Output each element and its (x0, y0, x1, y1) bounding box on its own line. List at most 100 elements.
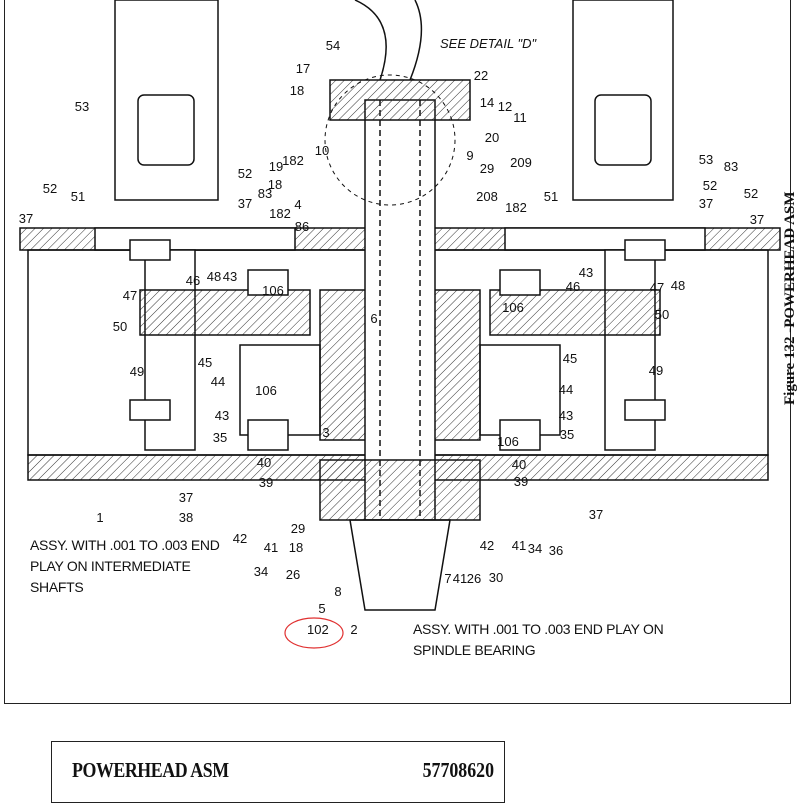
callout-19: 19 (269, 159, 283, 174)
callout-49: 49 (130, 364, 144, 379)
spindle (364, 99, 436, 521)
callout-22: 22 (474, 68, 488, 83)
callout-106: 106 (497, 434, 519, 449)
callout-40: 40 (512, 457, 526, 472)
callout-39: 39 (514, 474, 528, 489)
callout-51: 51 (544, 189, 558, 204)
left-motor (114, 0, 219, 201)
callout-43: 43 (223, 269, 237, 284)
callout-11: 11 (513, 110, 527, 125)
callout-102: 102 (307, 622, 329, 637)
callout-83: 83 (724, 159, 738, 174)
callout-37: 37 (699, 196, 713, 211)
callout-37: 37 (238, 196, 252, 211)
intermediate-shaft-note: ASSY. WITH .001 TO .003 END PLAY ON INTE… (30, 535, 220, 598)
detail-note: SEE DETAIL "D" (440, 36, 538, 51)
callout-37: 37 (589, 507, 603, 522)
callout-45: 45 (198, 355, 212, 370)
callout-47: 47 (650, 280, 664, 295)
callout-43: 43 (215, 408, 229, 423)
callout-52: 52 (43, 181, 57, 196)
callout-18: 18 (289, 540, 303, 555)
callout-30: 30 (489, 570, 503, 585)
callout-209: 209 (510, 155, 532, 170)
callout-37: 37 (179, 490, 193, 505)
callout-6: 6 (370, 311, 377, 326)
callout-41: 41 (453, 571, 467, 586)
callout-29: 29 (291, 521, 305, 536)
callout-43: 43 (559, 408, 573, 423)
callout-86: 86 (295, 219, 309, 234)
callout-106: 106 (255, 383, 277, 398)
callout-106: 106 (262, 283, 284, 298)
callout-18: 18 (268, 177, 282, 192)
callout-52: 52 (238, 166, 252, 181)
drawing-frame (4, 0, 791, 704)
note-line: SHAFTS (30, 579, 84, 595)
callout-39: 39 (259, 475, 273, 490)
spindle-bearing-note: ASSY. WITH .001 TO .003 END PLAY ON SPIN… (413, 619, 664, 661)
callout-44: 44 (559, 382, 573, 397)
callout-45: 45 (563, 351, 577, 366)
callout-182: 182 (282, 153, 304, 168)
callout-106: 106 (502, 300, 524, 315)
callout-1: 1 (96, 510, 103, 525)
callout-12: 12 (498, 99, 512, 114)
callout-9: 9 (466, 148, 473, 163)
callout-14: 14 (480, 95, 494, 110)
callout-26: 26 (286, 567, 300, 582)
callout-4: 4 (294, 197, 301, 212)
callout-48: 48 (207, 269, 221, 284)
part-number: 57708620 (422, 758, 494, 782)
callout-48: 48 (671, 278, 685, 293)
callout-10: 10 (315, 143, 329, 158)
note-line: PLAY ON INTERMEDIATE (30, 558, 191, 574)
callout-54: 54 (326, 38, 340, 53)
callout-35: 35 (213, 430, 227, 445)
callout-42: 42 (233, 531, 247, 546)
callout-37: 37 (19, 211, 33, 226)
callout-52: 52 (744, 186, 758, 201)
note-line: ASSY. WITH .001 TO .003 END PLAY ON (413, 621, 664, 637)
callout-43: 43 (579, 265, 593, 280)
callout-182: 182 (505, 200, 527, 215)
callout-47: 47 (123, 288, 137, 303)
callout-46: 46 (566, 279, 580, 294)
callout-18: 18 (290, 83, 304, 98)
callout-46: 46 (186, 273, 200, 288)
callout-53: 53 (75, 99, 89, 114)
callout-29: 29 (480, 161, 494, 176)
callout-40: 40 (257, 455, 271, 470)
callout-8: 8 (334, 584, 341, 599)
callout-182: 182 (269, 206, 291, 221)
callout-17: 17 (296, 61, 310, 76)
callout-7: 7 (444, 571, 451, 586)
callout-52: 52 (703, 178, 717, 193)
callout-42: 42 (480, 538, 494, 553)
callout-44: 44 (211, 374, 225, 389)
callout-34: 34 (254, 564, 268, 579)
callout-20: 20 (485, 130, 499, 145)
callout-26: 26 (467, 571, 481, 586)
callout-35: 35 (560, 427, 574, 442)
highlight-circle (284, 617, 344, 649)
callout-53: 53 (699, 152, 713, 167)
callout-51: 51 (71, 189, 85, 204)
callout-208: 208 (476, 189, 498, 204)
assembly-name: POWERHEAD ASM (72, 758, 229, 782)
title-block: POWERHEAD ASM 57708620 (51, 741, 505, 803)
callout-38: 38 (179, 510, 193, 525)
note-line: ASSY. WITH .001 TO .003 END (30, 537, 220, 553)
callout-41: 41 (264, 540, 278, 555)
callout-50: 50 (113, 319, 127, 334)
callout-49: 49 (649, 363, 663, 378)
callout-37: 37 (750, 212, 764, 227)
callout-5: 5 (318, 601, 325, 616)
figure-caption: Figure 132 -POWERHEAD ASM (782, 191, 798, 405)
callout-2: 2 (350, 622, 357, 637)
callout-36: 36 (549, 543, 563, 558)
callout-50: 50 (655, 307, 669, 322)
right-motor (572, 0, 674, 201)
callout-41: 41 (512, 538, 526, 553)
